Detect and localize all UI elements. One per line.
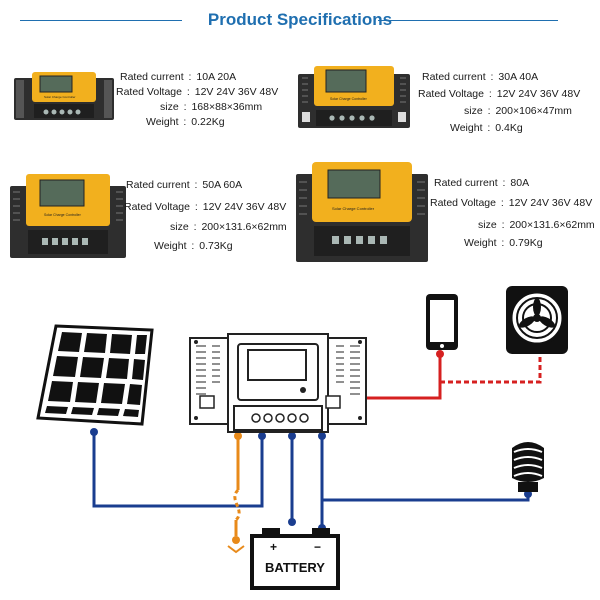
battery-icon: + − BATTERY bbox=[250, 528, 340, 590]
battery-minus: − bbox=[314, 540, 321, 554]
rated-voltage-label: Rated Voltage bbox=[124, 201, 190, 213]
rated-voltage-value: 12V 24V 36V 48V bbox=[496, 88, 581, 100]
size-label: size bbox=[478, 219, 497, 231]
size-value: 200×106×47mm bbox=[495, 105, 572, 117]
rated-voltage-value: 12V 24V 36V 48V bbox=[508, 197, 593, 209]
rated-current-value: 50A 60A bbox=[202, 179, 243, 191]
size-label: size bbox=[464, 105, 483, 117]
light-bulb-icon bbox=[512, 442, 544, 492]
weight-label: Weight bbox=[464, 237, 497, 249]
size-value: 200×131.6×62mm bbox=[509, 219, 595, 231]
smartphone-icon bbox=[426, 294, 458, 350]
wire-red-dashed bbox=[440, 356, 542, 384]
weight-value: 0.73Kg bbox=[199, 240, 233, 252]
rated-voltage-value: 12V 24V 36V 48V bbox=[194, 86, 279, 98]
weight-label: Weight bbox=[154, 240, 187, 252]
controller-label: Solar Charge Controller bbox=[332, 206, 375, 211]
rated-voltage-label: Rated Voltage bbox=[116, 86, 182, 98]
fan-icon bbox=[506, 286, 568, 354]
rated-voltage-label: Rated Voltage bbox=[430, 197, 496, 209]
spec-block-2: Rated current : 30A 40A Rated Voltage : … bbox=[418, 71, 581, 134]
controller-label: Solar Charge Controller bbox=[330, 97, 368, 101]
rated-current-label: Rated current bbox=[422, 71, 486, 83]
spec-block-4: Rated current : 80A Rated Voltage : 12V … bbox=[430, 177, 595, 249]
rated-current-label: Rated current bbox=[434, 177, 498, 189]
rated-current-value: 30A 40A bbox=[498, 71, 539, 83]
spec-block-3: Rated current : 50A 60A Rated Voltage : … bbox=[124, 179, 287, 252]
rated-current-value: 80A bbox=[510, 177, 530, 189]
rated-current-label: Rated current bbox=[120, 71, 184, 83]
weight-value: 0.4Kg bbox=[495, 122, 523, 134]
controller-label: Solar Charge Controller bbox=[44, 213, 82, 217]
title-line-right bbox=[378, 20, 558, 21]
rated-current-value: 10A 20A bbox=[196, 71, 237, 83]
battery-label: BATTERY bbox=[265, 560, 325, 575]
controller-image-4: Solar Charge Controller bbox=[296, 162, 428, 262]
weight-value: 0.22Kg bbox=[191, 116, 225, 128]
size-label: size bbox=[170, 221, 189, 233]
solar-panel-icon bbox=[36, 324, 154, 426]
weight-value: 0.79Kg bbox=[509, 237, 543, 249]
weight-label: Weight bbox=[146, 116, 179, 128]
header: Product Specifications bbox=[0, 8, 600, 32]
size-label: size bbox=[160, 101, 179, 113]
title-line-left bbox=[20, 20, 182, 21]
wire-red bbox=[336, 354, 442, 400]
size-value: 200×131.6×62mm bbox=[201, 221, 287, 233]
controller-image-1: Solar Charge Controller bbox=[14, 72, 114, 120]
spec-block-1: Rated current : 10A 20A Rated Voltage : … bbox=[116, 71, 279, 128]
rated-current-label: Rated current bbox=[126, 179, 190, 191]
wire-orange bbox=[233, 436, 241, 536]
battery-plus: + bbox=[270, 540, 277, 554]
rated-voltage-value: 12V 24V 36V 48V bbox=[202, 201, 287, 213]
controller-image-2: Solar Charge Controller bbox=[298, 66, 410, 128]
controller-image-3: Solar Charge Controller bbox=[10, 174, 126, 258]
controller-label: Solar Charge Controller bbox=[44, 95, 76, 99]
page-title: Product Specifications bbox=[207, 10, 393, 29]
controller-diagram bbox=[189, 333, 367, 433]
fuse-icon bbox=[227, 536, 245, 554]
wire-blue bbox=[92, 432, 530, 522]
size-value: 168×88×36mm bbox=[191, 101, 263, 113]
rated-voltage-label: Rated Voltage bbox=[418, 88, 484, 100]
weight-label: Weight bbox=[450, 122, 483, 134]
